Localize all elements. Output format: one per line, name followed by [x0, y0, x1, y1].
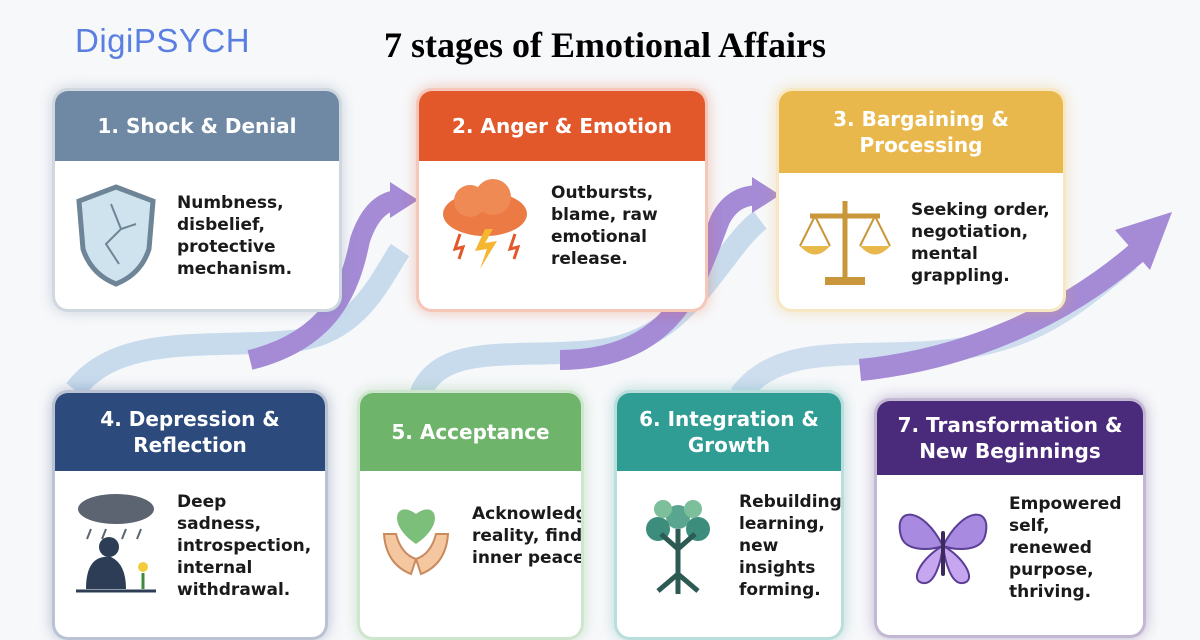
sad-person-rain-icon	[71, 489, 161, 603]
brand-logo: DigiPSYCH	[75, 22, 251, 59]
stage-card-6: 6. Integration & Growth Rebuilding, lear…	[614, 390, 844, 640]
stage-title-text: 7. Transformation & New Beginnings	[897, 413, 1123, 463]
stage-title-text: 1. Shock & Denial	[97, 114, 297, 138]
stage-description: Deep sadness, introspection, internal wi…	[177, 491, 312, 601]
arrow-head-2	[752, 177, 780, 213]
stage-title: 4. Depression & Reflection	[55, 393, 325, 471]
stage-title-text: 6. Integration & Growth	[639, 407, 819, 457]
heart-hands-icon	[376, 489, 456, 583]
stage-description: Outbursts, blame, raw emotional release.	[551, 182, 658, 270]
stage-card-4: 4. Depression & Reflection Deep sadness,…	[52, 390, 328, 640]
stage-description: Seeking order, negotiation, mental grapp…	[911, 199, 1050, 287]
stage-title: 5. Acceptance	[360, 393, 581, 471]
stage-description: Empowered self, renewed purpose, thrivin…	[1009, 494, 1122, 603]
stage-card-5: 5. Acceptance Acknowledging reality, fin…	[357, 390, 584, 640]
stage-title: 6. Integration & Growth	[617, 393, 841, 471]
stage-title-text: 2. Anger & Emotion	[452, 114, 672, 138]
stage-title: 1. Shock & Denial	[55, 91, 339, 161]
stage-description: Numbness, disbelief, protective mechanis…	[177, 192, 293, 280]
stage-description: Rebuilding, learning, new insights formi…	[739, 491, 844, 601]
stage-card-1: 1. Shock & Denial Numbness, disbelief, p…	[52, 88, 342, 312]
cracked-shield-icon	[71, 179, 161, 293]
balance-scale-icon	[795, 191, 895, 295]
tree-icon	[633, 489, 723, 603]
stage-description: Acknowledging reality, finding inner pea…	[472, 503, 584, 569]
arrow-head-3	[1115, 212, 1172, 270]
arrow-head-1	[390, 182, 418, 218]
storm-cloud-icon	[435, 179, 535, 273]
stage-card-3: 3. Bargaining & Processing Seeking order…	[776, 88, 1066, 312]
stage-title: 7. Transformation & New Beginnings	[877, 401, 1143, 475]
stage-title-text: 4. Depression & Reflection	[100, 407, 280, 457]
stage-title: 2. Anger & Emotion	[419, 91, 705, 161]
stage-title-text: 3. Bargaining & Processing	[833, 107, 1009, 157]
stage-card-7: 7. Transformation & New Beginnings Empow…	[874, 398, 1146, 638]
arrow-1	[247, 190, 401, 370]
stage-title: 3. Bargaining & Processing	[779, 91, 1063, 173]
page-title: 7 stages of Emotional Affairs	[384, 25, 826, 65]
arrow-3	[858, 241, 1148, 381]
butterfly-icon	[893, 501, 993, 595]
stage-card-2: 2. Anger & Emotion Outbursts, blame, raw…	[416, 88, 708, 312]
stage-title-text: 5. Acceptance	[391, 420, 550, 444]
